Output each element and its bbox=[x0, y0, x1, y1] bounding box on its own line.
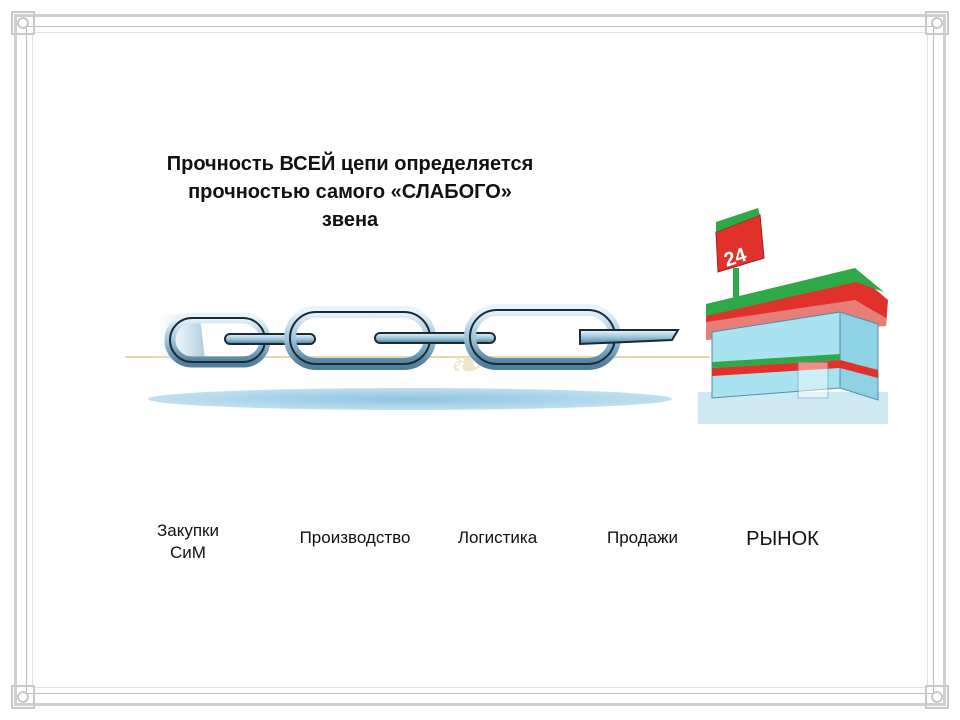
chain-icon bbox=[150, 304, 680, 370]
corner-ornament-icon bbox=[925, 11, 949, 35]
market-label: РЫНОК bbox=[746, 528, 819, 550]
stage-label-purchasing: Закупки СиМ bbox=[157, 521, 219, 562]
store-icon: 24 bbox=[698, 208, 888, 424]
corner-ornament-icon bbox=[925, 685, 949, 709]
stage-label-sales: Продажи bbox=[607, 528, 678, 547]
stage-label-logistics: Логистика bbox=[457, 528, 538, 547]
corner-ornament-icon bbox=[11, 11, 35, 35]
slide-frame-outer bbox=[14, 14, 946, 706]
corner-ornament-icon bbox=[11, 685, 35, 709]
slide-frame-inner-line bbox=[32, 32, 928, 688]
slide-title: Прочность ВСЕЙ цепи определяется прочнос… bbox=[166, 153, 534, 231]
stage-label-production: Производство bbox=[299, 528, 411, 547]
chain-shadow bbox=[148, 388, 672, 410]
slide-frame-inner bbox=[26, 26, 934, 694]
